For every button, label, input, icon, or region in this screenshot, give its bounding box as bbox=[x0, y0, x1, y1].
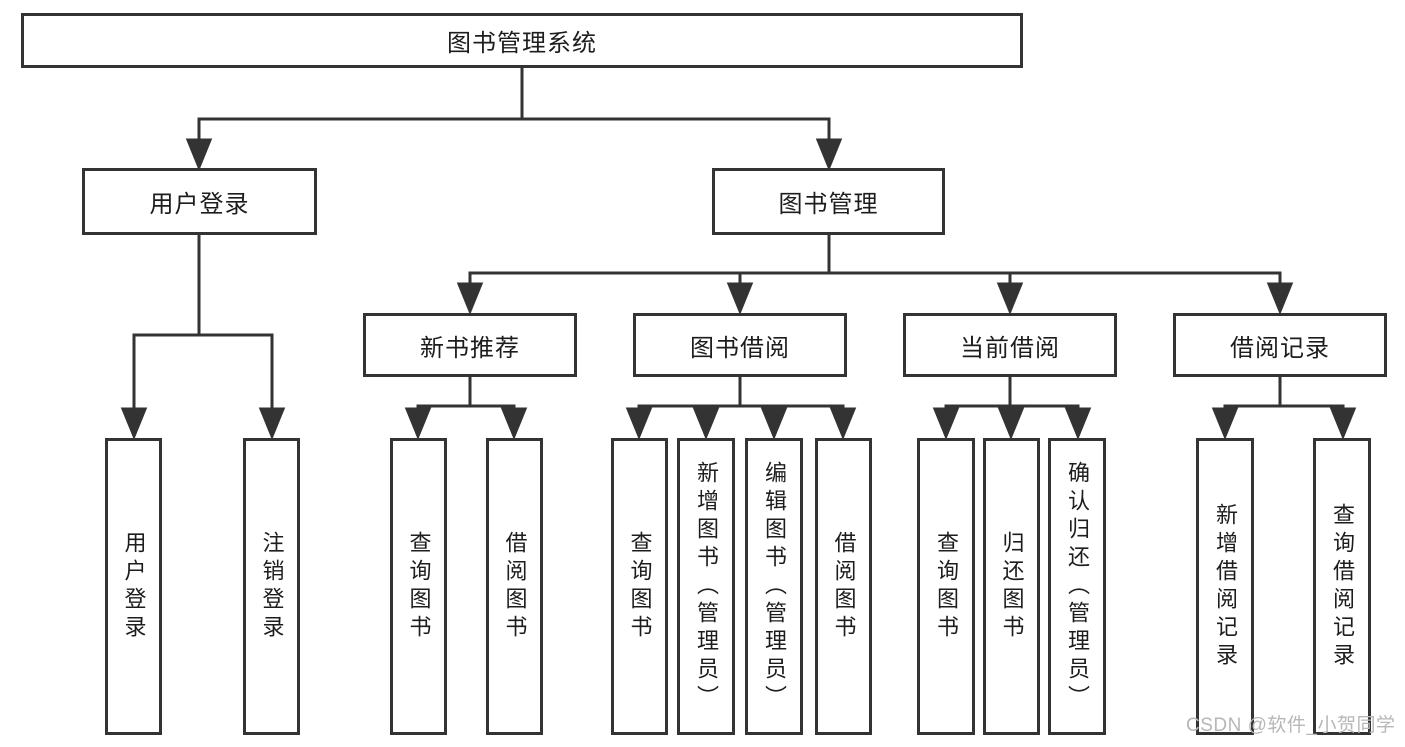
leaf-query-books-3: 查询图书 bbox=[917, 438, 975, 735]
leaf-add-borrow-record: 新增借阅记录 bbox=[1196, 438, 1254, 735]
arrowhead-book-borrow bbox=[726, 282, 754, 315]
arrowhead-book-mgmt bbox=[815, 138, 843, 171]
arrowhead-leaf-logout bbox=[258, 407, 286, 440]
arrowhead-borrow-record bbox=[1266, 282, 1294, 315]
node-current-borrow: 当前借阅 bbox=[903, 313, 1117, 377]
leaf-confirm-return-admin: 确认归还（管理员） bbox=[1048, 438, 1106, 735]
node-book-borrow: 图书借阅 bbox=[633, 313, 847, 377]
arrowhead-leaf-query1 bbox=[404, 407, 432, 440]
node-book-management: 图书管理 bbox=[712, 168, 945, 235]
arrowhead-leaf-borrow2 bbox=[829, 407, 857, 440]
leaf-logout: 注销登录 bbox=[243, 438, 300, 735]
leaf-query-books-1: 查询图书 bbox=[390, 438, 447, 735]
node-borrow-record: 借阅记录 bbox=[1173, 313, 1387, 377]
arrowhead-leaf-query2 bbox=[625, 407, 653, 440]
arrowhead-user-login bbox=[185, 138, 213, 171]
arrowhead-new-books bbox=[456, 282, 484, 315]
arrowhead-leaf-add-book bbox=[692, 407, 720, 440]
arrowhead-leaf-query-record bbox=[1329, 407, 1357, 440]
arrowhead-leaf-query3 bbox=[932, 407, 960, 440]
leaf-add-books-admin: 新增图书（管理员） bbox=[677, 438, 735, 735]
node-new-book-recommend: 新书推荐 bbox=[363, 313, 577, 377]
csdn-watermark: CSDN @软件_小贺同学 bbox=[1186, 715, 1396, 736]
leaf-query-books-2: 查询图书 bbox=[611, 438, 668, 735]
leaf-query-borrow-record: 查询借阅记录 bbox=[1313, 438, 1371, 735]
node-root-system: 图书管理系统 bbox=[21, 13, 1023, 68]
leaf-borrow-books-2: 借阅图书 bbox=[815, 438, 872, 735]
arrowhead-leaf-return bbox=[997, 407, 1025, 440]
arrowhead-leaf-edit-book bbox=[760, 407, 788, 440]
leaf-user-login: 用户登录 bbox=[105, 438, 162, 735]
arrowhead-leaf-confirm-return bbox=[1064, 407, 1092, 440]
arrowhead-leaf-borrow1 bbox=[500, 407, 528, 440]
arrowhead-leaf-add-record bbox=[1211, 407, 1239, 440]
leaf-edit-books-admin: 编辑图书（管理员） bbox=[745, 438, 803, 735]
leaf-return-books: 归还图书 bbox=[983, 438, 1040, 735]
node-user-login: 用户登录 bbox=[82, 168, 317, 235]
leaf-borrow-books-1: 借阅图书 bbox=[486, 438, 543, 735]
arrowhead-current-borrow bbox=[996, 282, 1024, 315]
arrowhead-leaf-login bbox=[120, 407, 148, 440]
